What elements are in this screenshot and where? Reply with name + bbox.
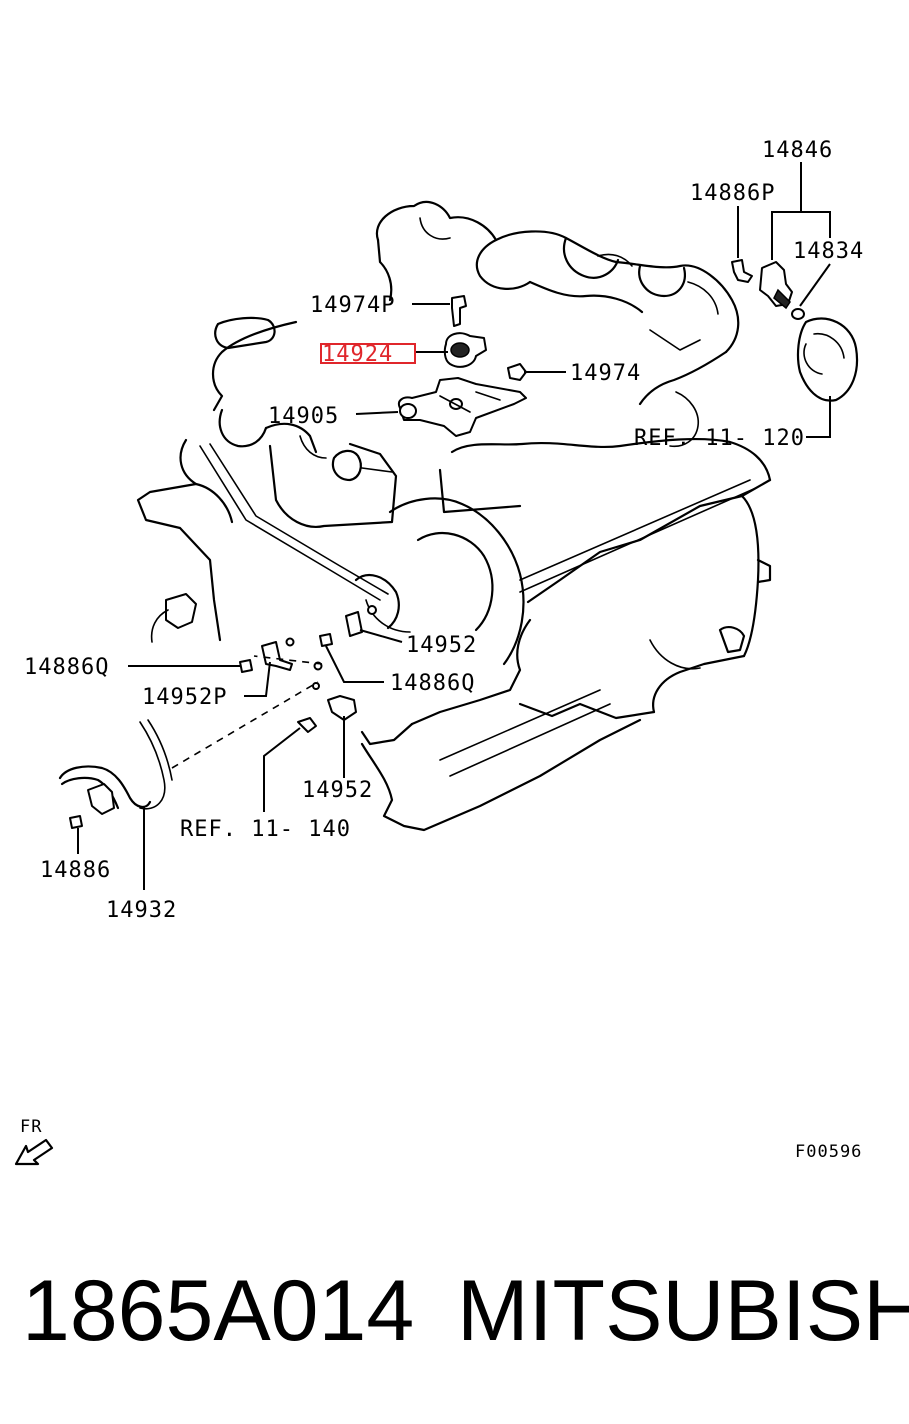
label-14952-lower[interactable]: 14952 [302,778,373,803]
footer: 1865A014 MITSUBISHI [0,1262,909,1372]
knock-sensor-assembly [398,295,527,437]
label-14952P[interactable]: 14952P [142,685,227,710]
label-14905[interactable]: 14905 [268,404,339,429]
label-ref-11-140[interactable]: REF. 11- 140 [180,817,351,842]
highlight-box-14924 [320,343,416,364]
part-number: 1865A014 [22,1263,415,1359]
front-indicator: FR [14,1117,54,1166]
cam-sensor-assembly [731,259,859,402]
label-14886P[interactable]: 14886P [690,181,775,206]
label-ref-11-120[interactable]: REF. 11- 120 [634,426,805,451]
crank-sensor-assembly [58,593,377,829]
parts-diagram: 14846 14886P 14834 14974P 14924 14974 14… [14,138,864,1166]
part-labels: 14846 14886P 14834 14974P 14924 14974 14… [24,138,864,923]
label-14846[interactable]: 14846 [762,138,833,163]
label-14924[interactable]: 14924 [322,342,393,367]
label-14952-upper[interactable]: 14952 [406,633,477,658]
label-14886Q-right[interactable]: 14886Q [390,671,475,696]
label-14834[interactable]: 14834 [793,239,864,264]
engine-outline [136,200,772,832]
label-14974[interactable]: 14974 [570,361,641,386]
figure-code: F00596 [795,1142,862,1162]
leader-lines [77,162,831,890]
label-14932[interactable]: 14932 [106,898,177,923]
label-14886[interactable]: 14886 [40,858,111,883]
brand-name: MITSUBISHI [457,1263,909,1359]
front-arrow-icon [14,1138,54,1166]
fr-label: FR [20,1117,42,1137]
reference-lines [171,655,323,769]
label-14886Q-left[interactable]: 14886Q [24,655,109,680]
label-14974P[interactable]: 14974P [310,293,395,318]
